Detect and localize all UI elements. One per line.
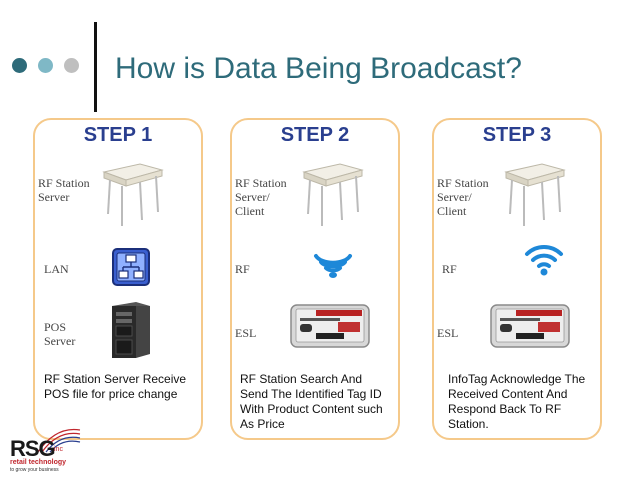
logo-tagline-2: to grow your business [10,467,59,473]
logo-swoosh-icon [37,428,81,453]
pos-server-icon [112,302,150,358]
step-heading-3: STEP 3 [482,124,552,146]
bullet-dot-1 [12,58,27,73]
rf-station-icon [504,163,566,226]
rf-station-icon [102,163,164,226]
bullet-dot-3 [64,58,79,73]
row-label: ESL [235,326,257,340]
esl-tag-icon [490,304,570,348]
step-heading-1: STEP 1 [83,124,153,146]
row-label: RF [235,262,250,276]
rf-station-icon [302,163,364,226]
esl-tag-icon [290,304,370,348]
logo-tagline-1: retail technology [10,459,67,466]
company-logo: RSG [10,436,56,461]
title-divider [94,22,97,112]
logo-inc: inc [54,446,63,453]
step-heading-2: STEP 2 [280,124,350,146]
lan-icon [112,248,150,286]
row-label: RF [442,262,457,276]
page-title: How is Data Being Broadcast? [115,52,522,85]
bullet-dot-2 [38,58,53,73]
row-label: LAN [44,262,69,276]
wifi-signal-icon [525,244,563,276]
row-label: ESL [437,326,459,340]
step-card-2 [230,118,400,440]
rf-signal-icon [314,254,352,278]
